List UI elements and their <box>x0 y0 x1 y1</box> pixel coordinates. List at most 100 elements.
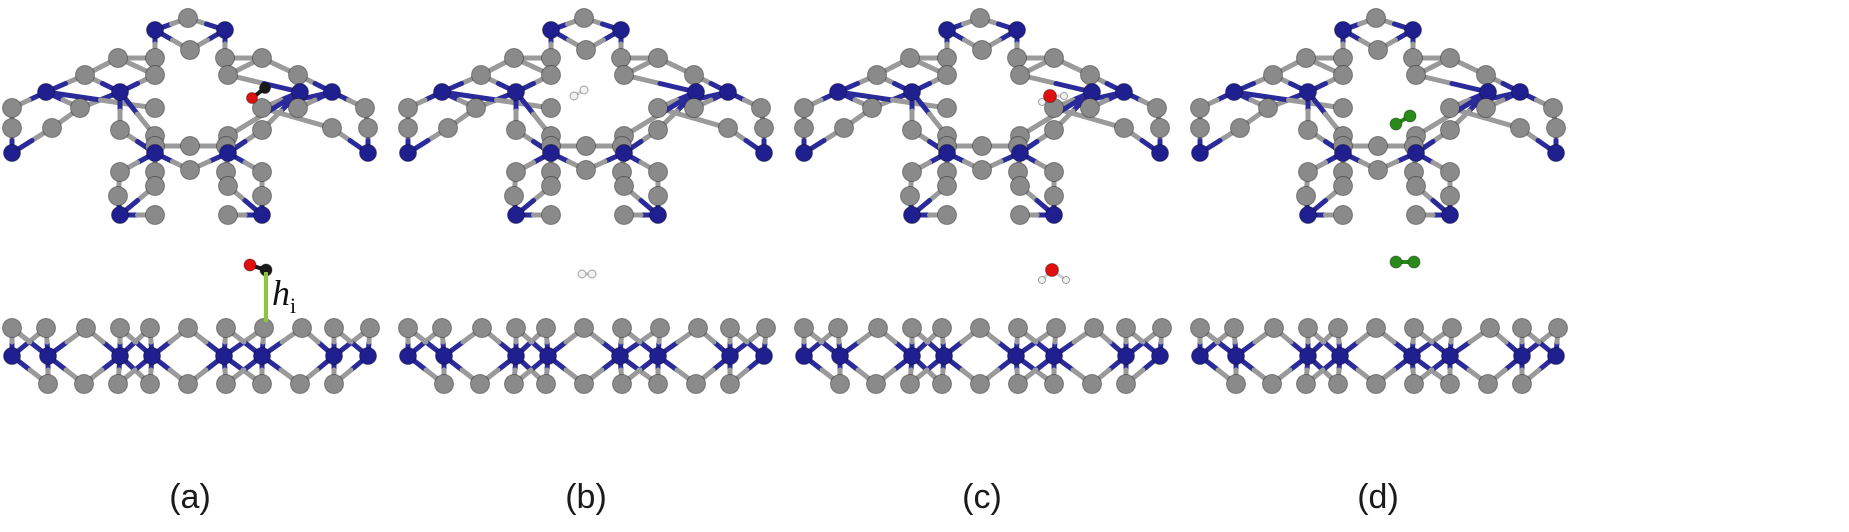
panel-a-top-gray-atom-15 <box>252 98 272 118</box>
panel-b-top-gray-atom-27 <box>754 118 774 138</box>
panel-a-top-blue-atom-31 <box>359 144 377 162</box>
panel-c-side-gray-atom-19 <box>830 374 850 394</box>
panel-c-top-blue-atom-12 <box>829 83 847 101</box>
chlorine-atom-side-2 <box>1407 255 1421 269</box>
panel-d-top-bond-23-half-1 <box>1231 89 1291 103</box>
height-marker: hi <box>264 272 296 322</box>
height-symbol: h <box>272 273 290 313</box>
panel-c-top-gray-atom-9 <box>937 65 957 85</box>
panel-d-top-gray-atom-11 <box>1476 65 1496 85</box>
panel-c-side-atoms <box>794 318 1172 394</box>
panel-d-side-blue-atom-15 <box>1403 347 1421 365</box>
panel-d-top-blue-atom-31 <box>1547 144 1565 162</box>
panel-d-top-gray-atom-9 <box>1333 65 1353 85</box>
hydrogen-atom-top-1 <box>1038 98 1046 106</box>
panel-d-side-gray-atom-25 <box>1440 374 1460 394</box>
panel-b-top-gray-atom-3 <box>541 48 561 68</box>
panel-c-top-gray-atom-23 <box>834 118 854 138</box>
panel-a-top-gray-atom-38 <box>110 162 130 182</box>
panel-b-side-gray-atom-24 <box>612 374 632 394</box>
panel-b-side-blue-atom-14 <box>539 347 557 365</box>
panel-d-top-gray-atom-21 <box>1543 98 1563 118</box>
panel-a-top-gray-atom-20 <box>288 98 308 118</box>
panel-a-top-gray-atom-9 <box>145 65 165 85</box>
panel-c-top-gray-atom-45 <box>1044 186 1064 206</box>
panel-b-top-blue-atom-35 <box>542 144 560 162</box>
panel-a-top-blue-atom-2 <box>216 21 234 39</box>
panel-c-side-gray-atom-20 <box>866 374 886 394</box>
chlorine-atom-side-1 <box>1389 255 1403 269</box>
panel-b-side-gray-atom-8 <box>688 318 708 338</box>
panel-label-c: (c) <box>962 478 1002 516</box>
panel-b-top-atoms <box>398 8 774 225</box>
panel-a-side-gray-atom-0 <box>2 318 22 338</box>
panel-b-top-gray-atom-47 <box>541 205 561 225</box>
panel-c-top-gray-atom-26 <box>1114 118 1134 138</box>
panel-c-top-gray-atom-3 <box>937 48 957 68</box>
panel-c-top-gray-atom-11 <box>1080 65 1100 85</box>
panels-group <box>2 8 1568 394</box>
panel-d-top-gray-atom-36 <box>1368 160 1388 180</box>
panel-c-top-bond-23-half-1 <box>835 89 895 103</box>
panel-d-top-gray-atom-13 <box>1258 98 1278 118</box>
panel-d-side-gray-atom-7 <box>1442 318 1462 338</box>
panel-a-side-gray-atom-22 <box>140 374 160 394</box>
panel-a-side-gray-atom-6 <box>216 318 236 338</box>
panel-a-side-blue-atom-13 <box>111 347 129 365</box>
panel-c-side-gray-atom-8 <box>1084 318 1104 338</box>
panel-b-side-gray-atom-2 <box>472 318 492 338</box>
panel-b-side-gray-atom-21 <box>504 374 524 394</box>
panel-b-top-gray-atom-5 <box>611 48 631 68</box>
panel-a-side-blue-atom-17 <box>325 347 343 365</box>
panel-b-top-blue-atom-28 <box>399 144 417 162</box>
panel-a-top-gray-atom-18 <box>2 98 22 118</box>
panel-a-side-atoms <box>2 318 380 394</box>
panel-a-side-gray-atom-19 <box>38 374 58 394</box>
panel-a-top-blue-atom-12 <box>37 83 55 101</box>
panel-d-side-blue-atom-12 <box>1227 347 1245 365</box>
panel-b-top-gray-atom-43 <box>541 176 561 196</box>
panel-d-top-gray-atom-48 <box>1406 205 1426 225</box>
panel-b-top-gray-atom-33 <box>576 136 596 156</box>
hydrogen-atom-top-2 <box>1060 92 1068 100</box>
panel-c-top-gray-atom-5 <box>1007 48 1027 68</box>
panel-d-top-gray-atom-44 <box>1406 176 1426 196</box>
panel-b-side-blue-atom-15 <box>611 347 629 365</box>
panel-b-top-blue-atom-14 <box>507 83 525 101</box>
panel-d-top-gray-atom-47 <box>1333 205 1353 225</box>
panel-c-side-gray-atom-2 <box>868 318 888 338</box>
panel-a-top-blue-atom-49 <box>253 206 271 224</box>
hydrogen-atom-side-2 <box>587 269 597 279</box>
panel-c-top-blue-atom-0 <box>938 21 956 39</box>
panel-b-top-gray-atom-45 <box>648 186 668 206</box>
panel-c-top-gray-atom-38 <box>902 162 922 182</box>
panel-a-top-gray-atom-8 <box>75 65 95 85</box>
height-label: hi <box>272 273 296 318</box>
panel-b-side-gray-atom-9 <box>720 318 740 338</box>
panel-d-top-gray-atom-19 <box>1333 98 1353 118</box>
panel-d-side-gray-atom-4 <box>1328 318 1348 338</box>
panel-b-top-gray-atom-48 <box>614 205 634 225</box>
panel-a-top-atoms <box>2 8 378 225</box>
panel-c-side-blue-atom-13 <box>903 347 921 365</box>
panel-d-top-gray-atom-18 <box>1190 98 1210 118</box>
panel-a-top-gray-atom-26 <box>322 118 342 138</box>
panel-a-side-gray-atom-5 <box>178 318 198 338</box>
panel-a-top-blue-atom-17 <box>323 83 341 101</box>
panel-b-side-gray-atom-6 <box>612 318 632 338</box>
panel-d-side-gray-atom-3 <box>1298 318 1318 338</box>
panel-b-top-gray-atom-15 <box>648 98 668 118</box>
panel-b-side-gray-atom-5 <box>574 318 594 338</box>
panel-b-side-gray-atom-23 <box>574 374 594 394</box>
panel-d-side-gray-atom-23 <box>1366 374 1386 394</box>
panel-a-side-gray-atom-27 <box>324 374 344 394</box>
panel-c-side-gray-atom-21 <box>900 374 920 394</box>
panel-b-top-gray-atom-8 <box>471 65 491 85</box>
panel-d-side-blue-atom-18 <box>1547 347 1565 365</box>
panel-c-top-blue-atom-16 <box>1083 83 1101 101</box>
panel-a-side-blue-atom-15 <box>215 347 233 365</box>
panel-d-top-atoms <box>1190 8 1566 225</box>
panel-c-top-gray-atom-4 <box>972 40 992 60</box>
panel-a-side-blue-atom-12 <box>39 347 57 365</box>
panel-b-top-gray-atom-21 <box>751 98 771 118</box>
